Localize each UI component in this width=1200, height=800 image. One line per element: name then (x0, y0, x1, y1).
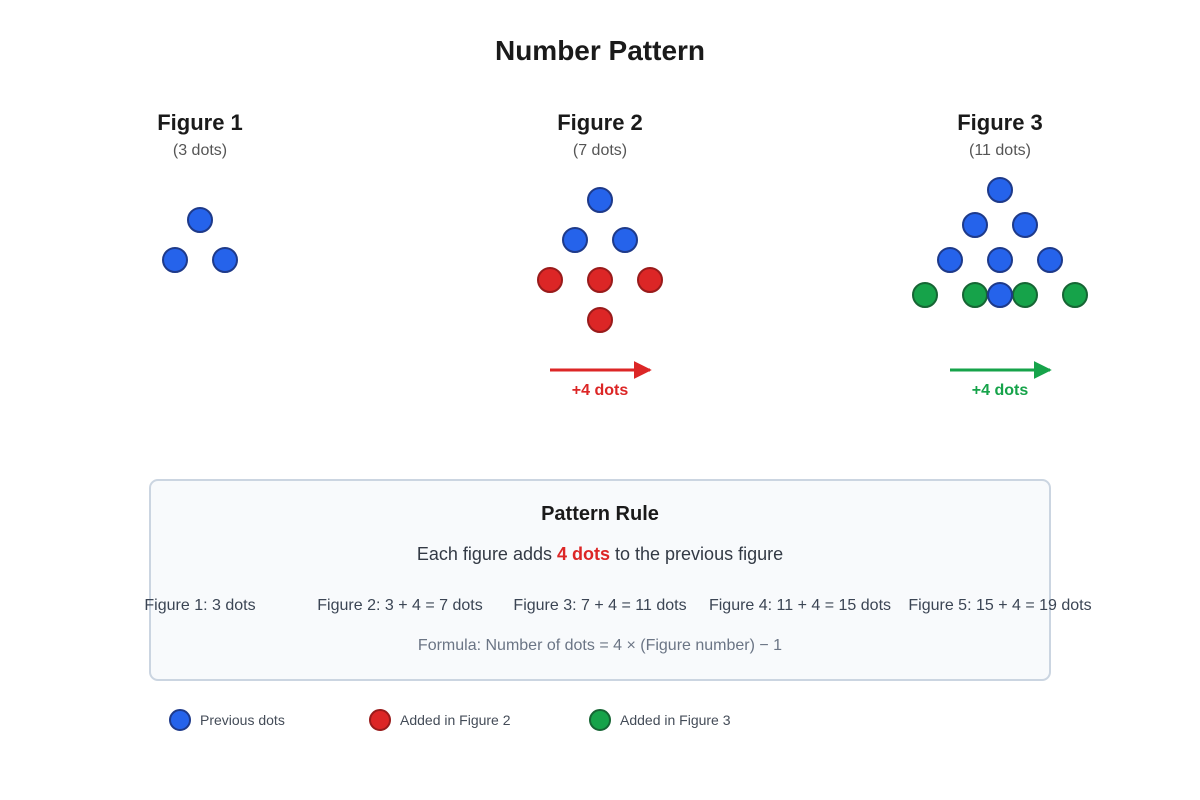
figure-2-subtitle: (7 dots) (573, 142, 627, 159)
dot-red (637, 267, 663, 293)
sequence-item: Figure 5: 15 + 4 = 19 dots (908, 597, 1091, 614)
dot-red (587, 267, 613, 293)
dot-blue (937, 247, 963, 273)
rule-text-highlight: 4 dots (557, 544, 610, 564)
legend-item: Previous dots (169, 709, 285, 731)
figure-3-title: Figure 3 (957, 110, 1043, 135)
figure-1-subtitle: (3 dots) (173, 142, 227, 159)
formula-text: Formula: Number of dots = 4 × (Figure nu… (418, 637, 782, 654)
pattern-rule-panel (149, 479, 1051, 681)
figure-1-dots (162, 207, 238, 273)
dot-green (912, 282, 938, 308)
dot-blue (1037, 247, 1063, 273)
legend-item: Added in Figure 3 (589, 709, 731, 731)
dot-blue (1012, 212, 1038, 238)
sequence-item: Figure 1: 3 dots (144, 597, 255, 614)
legend-label: Previous dots (200, 712, 285, 728)
dot-blue (162, 247, 188, 273)
figure-2-dots (537, 187, 663, 333)
dot-blue (212, 247, 238, 273)
figure-2-increment-label: +4 dots (572, 382, 629, 399)
figure-2: Figure 2 (7 dots) +4 dots (537, 110, 663, 399)
page-title: Number Pattern (495, 35, 705, 66)
legend-label: Added in Figure 3 (620, 712, 731, 728)
pattern-rule-statement: Each figure adds 4 dots to the previous … (417, 544, 783, 564)
figure-3-subtitle: (11 dots) (969, 142, 1031, 159)
dot-red (537, 267, 563, 293)
legend-swatch-green (589, 709, 611, 731)
dot-blue (187, 207, 213, 233)
legend-swatch-blue (169, 709, 191, 731)
legend-label: Added in Figure 2 (400, 712, 511, 728)
dot-red (587, 307, 613, 333)
figure-1-title: Figure 1 (157, 110, 243, 135)
figure-1: Figure 1 (3 dots) (157, 110, 243, 273)
sequence-item: Figure 2: 3 + 4 = 7 dots (317, 597, 482, 614)
dot-green (1012, 282, 1038, 308)
dot-green (962, 282, 988, 308)
figure-3: Figure 3 (11 dots) +4 dots (912, 110, 1088, 399)
dot-blue (962, 212, 988, 238)
legend: Previous dots Added in Figure 2 Added in… (169, 709, 731, 731)
dot-blue (987, 247, 1013, 273)
dot-blue (987, 177, 1013, 203)
legend-item: Added in Figure 2 (369, 709, 511, 731)
figure-3-dots (912, 177, 1088, 308)
dot-green (1062, 282, 1088, 308)
dot-blue (587, 187, 613, 213)
figure-3-increment-label: +4 dots (972, 382, 1029, 399)
sequence-item: Figure 3: 7 + 4 = 11 dots (513, 597, 686, 614)
sequence-item: Figure 4: 11 + 4 = 15 dots (709, 597, 891, 614)
legend-swatch-red (369, 709, 391, 731)
dot-blue (612, 227, 638, 253)
pattern-rule-title: Pattern Rule (541, 503, 659, 525)
dot-blue (562, 227, 588, 253)
rule-text-after: to the previous figure (610, 544, 783, 564)
figure-2-title: Figure 2 (557, 110, 643, 135)
rule-text-before: Each figure adds (417, 544, 557, 564)
dot-blue (987, 282, 1013, 308)
pattern-rule-box: Pattern Rule Each figure adds 4 dots to … (144, 479, 1092, 681)
